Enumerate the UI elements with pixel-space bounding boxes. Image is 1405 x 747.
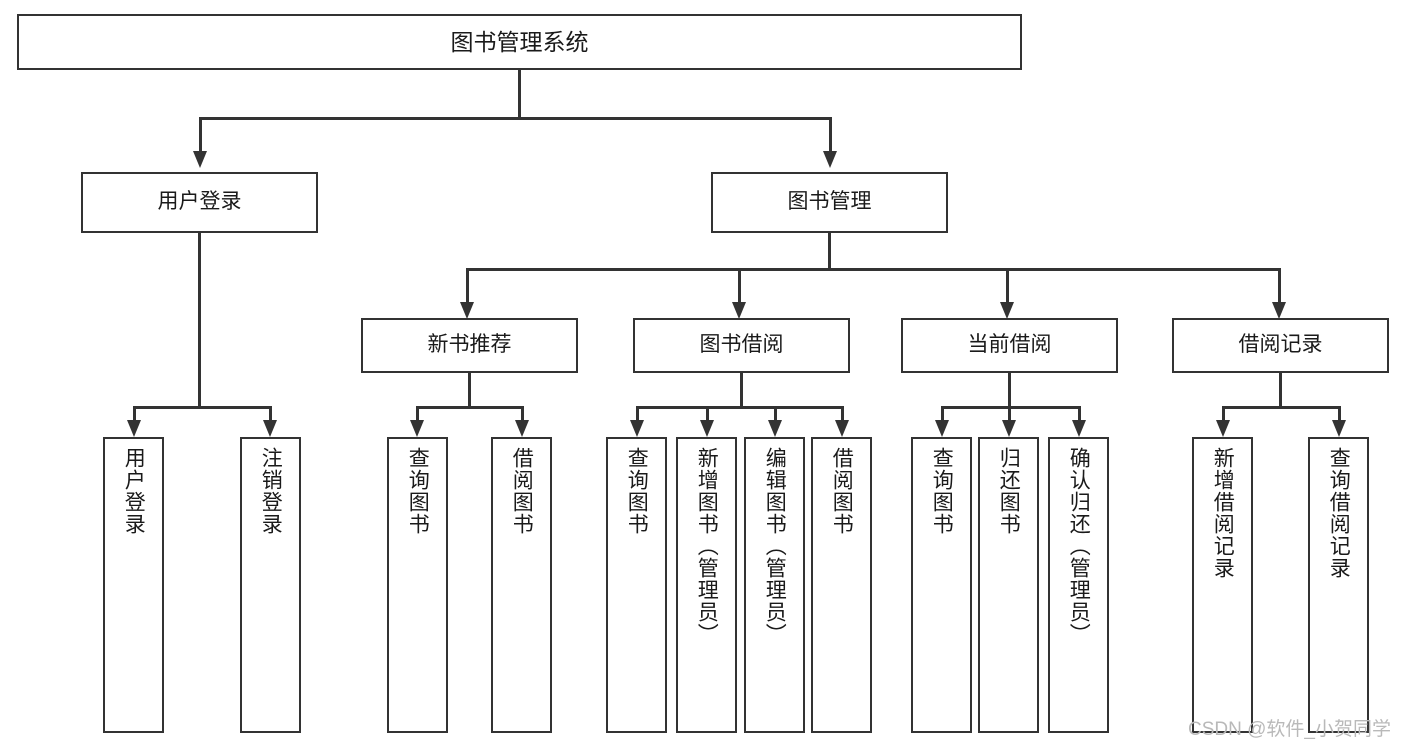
node-label: 新增图书（管理员） [695,447,719,645]
connector-user-login-drop-1 [133,406,136,423]
node-leaf-logout-login[interactable]: 注销登录 [240,437,301,733]
node-label: 图书管理 [787,190,872,214]
arrow-to-book-borrow [732,302,746,319]
arrow-to-leaf-add-book [700,420,714,437]
connector-new-book-drop-2 [521,406,524,423]
arrow-to-leaf-query-book-1 [410,420,424,437]
connector-current-borrow-bar [941,406,1080,409]
connector-level2-bar [466,268,1280,271]
node-label: 编辑图书（管理员） [763,447,787,645]
arrow-to-user-login [193,151,207,168]
connector-level2-drop-2 [738,268,741,304]
node-book-management[interactable]: 图书管理 [711,172,948,233]
arrow-to-leaf-confirm-return [1072,420,1086,437]
arrow-to-borrow-record [1272,302,1286,319]
arrow-to-new-book-recommend [460,302,474,319]
arrow-to-leaf-return-book [1002,420,1016,437]
node-label: 查询借阅记录 [1327,447,1351,579]
connector-level2-drop-3 [1006,268,1009,304]
arrow-to-leaf-query-book-3 [935,420,949,437]
connector-book-borrow-drop-2 [706,406,709,423]
arrow-to-leaf-edit-book [768,420,782,437]
node-label: 注销登录 [259,447,283,535]
arrow-to-leaf-borrow-book-1 [515,420,529,437]
connector-level1-drop-right [829,117,832,153]
arrow-to-current-borrow [1000,302,1014,319]
arrow-to-leaf-add-record [1216,420,1230,437]
node-leaf-user-login[interactable]: 用户登录 [103,437,164,733]
node-leaf-edit-book[interactable]: 编辑图书（管理员） [744,437,805,733]
node-label: 当前借阅 [967,333,1052,357]
connector-user-login-drop-2 [269,406,272,423]
arrow-to-leaf-query-book-2 [630,420,644,437]
node-label: 查询图书 [625,447,649,535]
connector-new-book-stem [468,373,471,406]
connector-book-borrow-drop-3 [774,406,777,423]
arrow-to-leaf-borrow-book-2 [835,420,849,437]
connector-new-book-drop-1 [416,406,419,423]
node-leaf-return-book[interactable]: 归还图书 [978,437,1039,733]
connector-root-stem [518,70,521,117]
node-leaf-borrow-book-1[interactable]: 借阅图书 [491,437,552,733]
arrow-to-leaf-user-login [127,420,141,437]
node-leaf-add-record[interactable]: 新增借阅记录 [1192,437,1253,733]
node-label: 归还图书 [997,447,1021,535]
connector-current-borrow-drop-3 [1078,406,1081,423]
node-book-borrow[interactable]: 图书借阅 [633,318,850,373]
node-user-login[interactable]: 用户登录 [81,172,318,233]
connector-book-borrow-stem [740,373,743,406]
node-label: 图书管理系统 [450,28,589,55]
node-label: 用户登录 [122,447,146,535]
node-borrow-record[interactable]: 借阅记录 [1172,318,1389,373]
node-leaf-add-book[interactable]: 新增图书（管理员） [676,437,737,733]
connector-user-login-stem [198,233,201,406]
connector-level2-drop-1 [466,268,469,304]
connector-book-borrow-drop-4 [841,406,844,423]
arrow-to-book-management [823,151,837,168]
connector-current-borrow-drop-1 [941,406,944,423]
node-label: 新书推荐 [427,333,512,357]
connector-level1-drop-left [199,117,202,153]
connector-level2-drop-4 [1278,268,1281,304]
node-new-book-recommend[interactable]: 新书推荐 [361,318,578,373]
node-label: 查询图书 [406,447,430,535]
connector-new-book-bar [416,406,524,409]
node-label: 查询图书 [930,447,954,535]
csdn-watermark: CSDN @软件_小贺同学 [1188,719,1391,740]
node-label: 借阅图书 [830,447,854,535]
connector-level1-bar [199,117,831,120]
node-system-title[interactable]: 图书管理系统 [17,14,1022,70]
node-leaf-query-record[interactable]: 查询借阅记录 [1308,437,1369,733]
node-label: 新增借阅记录 [1211,447,1235,579]
connector-borrow-record-drop-1 [1222,406,1225,423]
node-leaf-borrow-book-2[interactable]: 借阅图书 [811,437,872,733]
node-leaf-confirm-return[interactable]: 确认归还（管理员） [1048,437,1109,733]
connector-borrow-record-drop-2 [1338,406,1341,423]
node-label: 借阅图书 [510,447,534,535]
node-label: 确认归还（管理员） [1067,447,1091,645]
node-current-borrow[interactable]: 当前借阅 [901,318,1118,373]
connector-book-management-stem [828,233,831,268]
node-leaf-query-book-3[interactable]: 查询图书 [911,437,972,733]
connector-current-borrow-stem [1008,373,1011,406]
node-label: 图书借阅 [699,333,784,357]
arrow-to-leaf-logout-login [263,420,277,437]
node-label: 借阅记录 [1238,333,1323,357]
connector-book-borrow-drop-1 [636,406,639,423]
node-leaf-query-book-2[interactable]: 查询图书 [606,437,667,733]
node-leaf-query-book-1[interactable]: 查询图书 [387,437,448,733]
connector-borrow-record-stem [1279,373,1282,406]
arrow-to-leaf-query-record [1332,420,1346,437]
connector-book-borrow-bar [636,406,843,409]
node-label: 用户登录 [157,190,242,214]
connector-user-login-bar [133,406,271,409]
connector-borrow-record-bar [1222,406,1341,409]
connector-current-borrow-drop-2 [1008,406,1011,423]
